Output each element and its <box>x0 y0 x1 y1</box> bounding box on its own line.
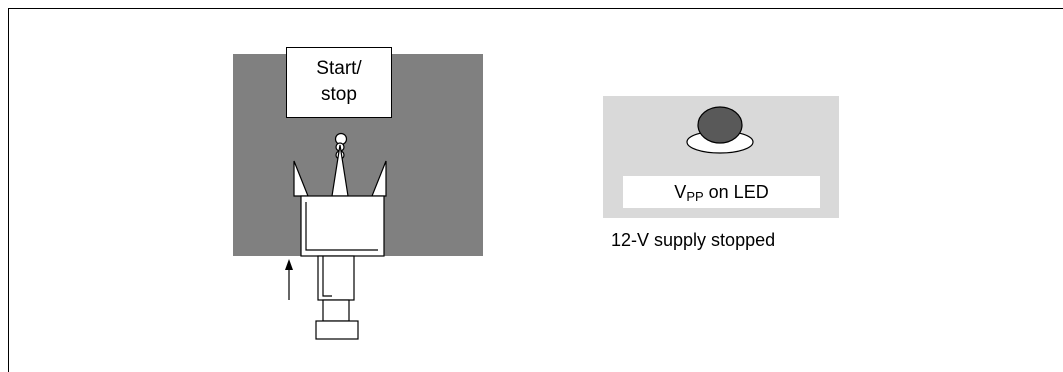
socket-body <box>300 195 385 257</box>
status-caption: 12-V supply stopped <box>611 230 776 250</box>
led-icon <box>686 106 754 154</box>
vpp-label-rest: on LED <box>703 182 769 202</box>
lever-base <box>315 320 359 340</box>
lever-inner-edge <box>322 256 332 297</box>
left-prong <box>293 160 309 197</box>
socket-inner-edge <box>305 202 378 251</box>
led-dome <box>697 106 743 144</box>
vpp-led-label: VPP on LED <box>623 176 820 208</box>
vpp-label-sub: PP <box>686 189 704 204</box>
up-arrow-icon <box>285 259 293 270</box>
vpp-label-main: V <box>674 182 687 202</box>
lever-upper <box>317 255 355 301</box>
start-stop-label-line2: stop <box>321 84 357 105</box>
center-prong <box>331 144 349 197</box>
right-prong <box>371 160 387 197</box>
start-stop-button[interactable]: Start/ stop <box>286 47 392 118</box>
zif-socket-diagram <box>285 132 387 340</box>
lever-stem <box>322 299 350 322</box>
diagram-frame <box>8 8 1063 372</box>
start-stop-label-line1: Start/ <box>316 58 362 79</box>
